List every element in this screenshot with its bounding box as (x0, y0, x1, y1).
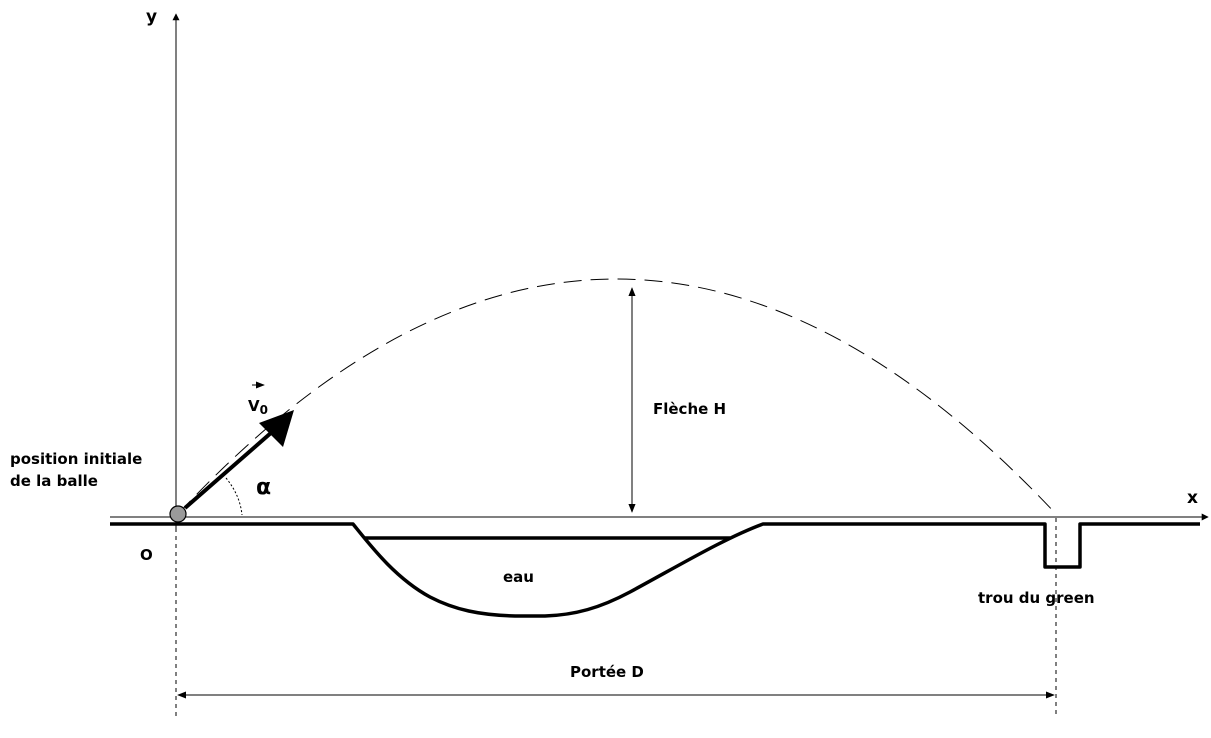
angle-label: α (256, 475, 271, 500)
start-label-line1: position initiale (10, 450, 142, 468)
hole-label: trou du green (978, 589, 1095, 607)
y-axis-label: y (146, 7, 157, 27)
velocity-subscript: 0 (260, 403, 268, 417)
origin-label: O (140, 546, 153, 564)
ball-trajectory (177, 278, 1057, 515)
velocity-vector (183, 430, 274, 510)
velocity-arrowhead (259, 410, 294, 447)
x-axis-label: x (1187, 488, 1198, 508)
height-label: Flèche H (653, 400, 726, 418)
velocity-symbol: V (248, 397, 260, 415)
water-label: eau (503, 568, 534, 586)
velocity-label: V0 (248, 397, 268, 417)
golf-ball (169, 505, 187, 523)
start-label-line2: de la balle (10, 472, 98, 490)
angle-arc (225, 477, 243, 516)
range-label: Portée D (570, 663, 644, 681)
